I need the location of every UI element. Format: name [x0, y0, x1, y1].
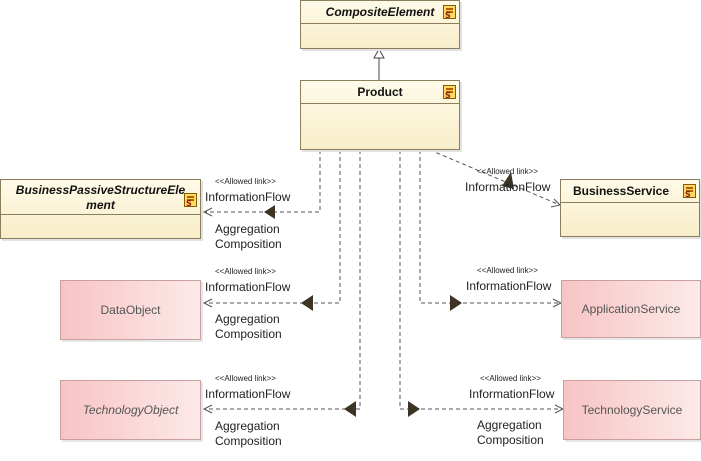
aggregation-label: Aggregation — [215, 312, 280, 326]
class-product[interactable]: Product S — [300, 80, 460, 150]
aggregation-label: Aggregation — [477, 418, 542, 432]
business-service-title: BusinessService — [561, 180, 699, 203]
class-business-service[interactable]: BusinessService S — [560, 179, 700, 237]
aggregation-label: Aggregation — [215, 419, 280, 433]
link-to-data-object[interactable] — [204, 150, 341, 304]
composition-label: Composition — [215, 237, 282, 251]
stereotype-icon: S — [184, 193, 197, 208]
aggregation-label: Aggregation — [215, 222, 280, 236]
stereotype-icon: S — [443, 5, 456, 20]
open-arrow-data-object — [202, 298, 213, 308]
diamond-technology-object — [344, 401, 356, 417]
allowed-link-label: <<Allowed link>> — [215, 267, 276, 276]
business-passive-title-line2: ment — [86, 198, 115, 212]
information-flow-label: InformationFlow — [465, 180, 551, 194]
link-to-technology-object[interactable] — [204, 150, 361, 410]
class-business-passive-structure-element[interactable]: BusinessPassiveStructureEle ment S — [0, 179, 201, 239]
open-arrow-technology-object — [202, 404, 213, 414]
diamond-data-object — [301, 295, 313, 311]
link-to-business-service[interactable] — [429, 149, 561, 206]
information-flow-label: InformationFlow — [205, 387, 291, 401]
business-passive-title: BusinessPassiveStructureEle ment — [1, 180, 200, 215]
diamond-technology-service — [408, 401, 420, 417]
allowed-link-label: <<Allowed link>> — [215, 374, 276, 383]
generalization-arrowhead — [373, 47, 385, 59]
element-data-object[interactable]: DataObject — [60, 280, 201, 340]
allowed-link-label: <<Allowed link>> — [215, 177, 276, 186]
class-composite-element[interactable]: CompositeElement S — [300, 0, 460, 49]
link-to-technology-service[interactable] — [399, 150, 563, 410]
diamond-business-service — [502, 172, 514, 189]
composition-label: Composition — [215, 434, 282, 448]
allowed-link-label: <<Allowed link>> — [480, 374, 541, 383]
composite-element-title: CompositeElement — [301, 1, 459, 24]
composition-label: Composition — [215, 327, 282, 341]
stereotype-icon: S — [683, 184, 696, 199]
information-flow-label: InformationFlow — [466, 279, 552, 293]
information-flow-label: InformationFlow — [205, 190, 291, 204]
composition-label: Composition — [477, 433, 544, 447]
business-passive-title-line1: BusinessPassiveStructureEle — [15, 183, 186, 197]
element-technology-service[interactable]: TechnologyService — [563, 380, 701, 440]
product-title: Product — [301, 81, 459, 104]
diamond-business-passive — [264, 205, 275, 219]
information-flow-label: InformationFlow — [469, 387, 555, 401]
stereotype-icon: S — [443, 85, 456, 100]
diamond-application-service — [450, 295, 462, 311]
link-to-application-service[interactable] — [419, 150, 561, 304]
allowed-link-label: <<Allowed link>> — [477, 167, 538, 176]
element-application-service[interactable]: ApplicationService — [561, 280, 701, 338]
element-technology-object[interactable]: TechnologyObject — [60, 380, 201, 440]
open-arrow-business-passive — [202, 207, 213, 217]
allowed-link-label: <<Allowed link>> — [477, 266, 538, 275]
information-flow-label: InformationFlow — [205, 280, 291, 294]
